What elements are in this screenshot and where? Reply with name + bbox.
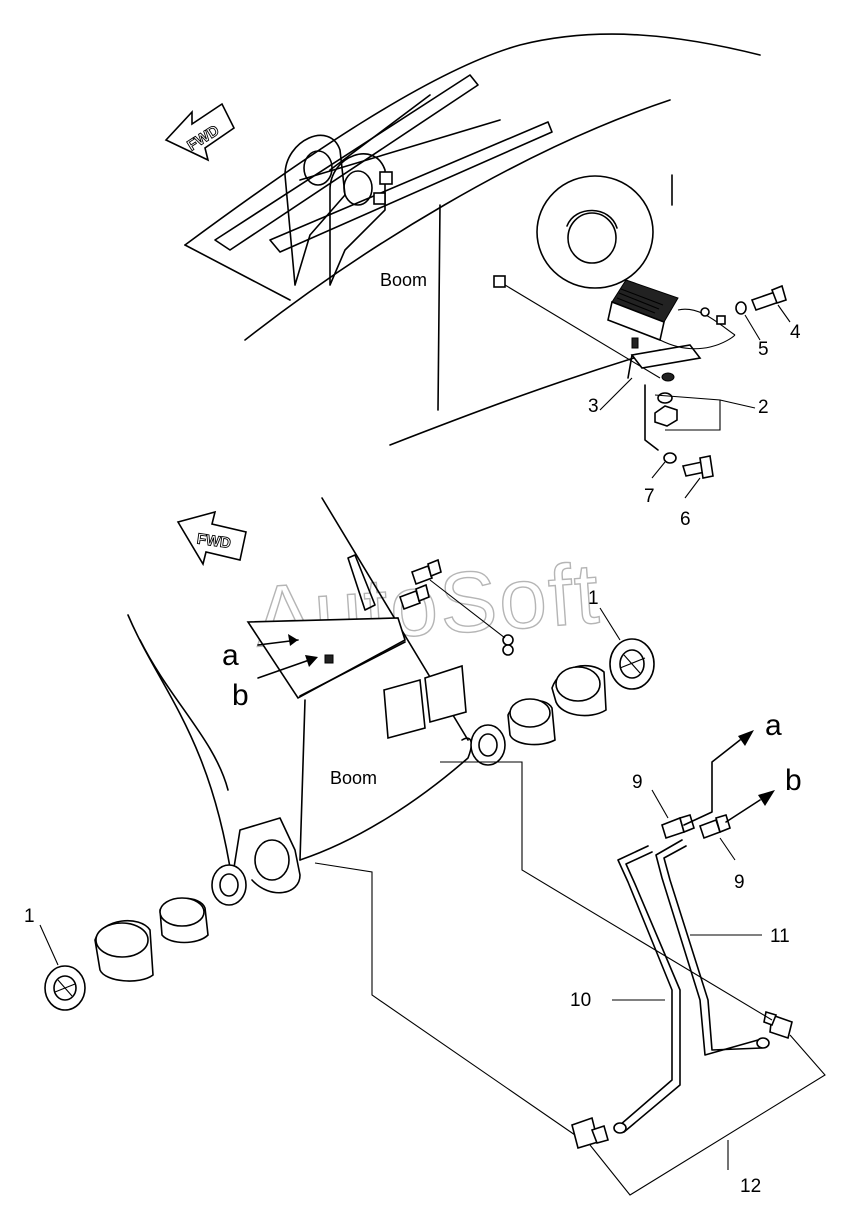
callout-9-bottom: 9 (734, 872, 745, 893)
callout-3: 3 (588, 396, 599, 417)
fittings-9 (651, 730, 775, 861)
fwd-label-bottom: FWD (196, 531, 232, 553)
routing-leaders (314, 761, 826, 1196)
callout-2: 2 (758, 397, 769, 418)
callout-leader-1-left (39, 924, 59, 966)
hose-lines (571, 839, 793, 1150)
fwd-arrow-top: FWD (164, 102, 236, 162)
bottom-boom-assembly (127, 497, 514, 894)
port-b-label: b (232, 679, 249, 712)
fwd-arrow-bottom: FWD (176, 510, 247, 567)
callout-1-left: 1 (24, 906, 35, 927)
callout-12: 12 (740, 1176, 761, 1197)
callout-5: 5 (758, 339, 769, 360)
top-boom-assembly (184, 33, 761, 446)
bushing-stack-right (470, 638, 655, 766)
bushing-stack-left (44, 864, 247, 1011)
callout-9-top: 9 (632, 772, 643, 793)
port-a-label-right: a (765, 709, 782, 742)
boom-label-bottom: Boom (330, 768, 377, 788)
port-a-label: a (222, 639, 239, 672)
callout-6: 6 (680, 509, 691, 530)
callout-4: 4 (790, 322, 801, 343)
callout-7: 7 (644, 486, 655, 507)
callout-1-right: 1 (588, 588, 599, 609)
callout-11: 11 (770, 926, 790, 947)
callout-leader-1-right (599, 607, 621, 641)
boom-label-top: Boom (380, 270, 427, 290)
port-arrows-manifold (257, 634, 318, 679)
port-b-label-right: b (785, 764, 802, 797)
work-lamp-assembly (493, 275, 791, 499)
callout-10: 10 (570, 990, 591, 1011)
